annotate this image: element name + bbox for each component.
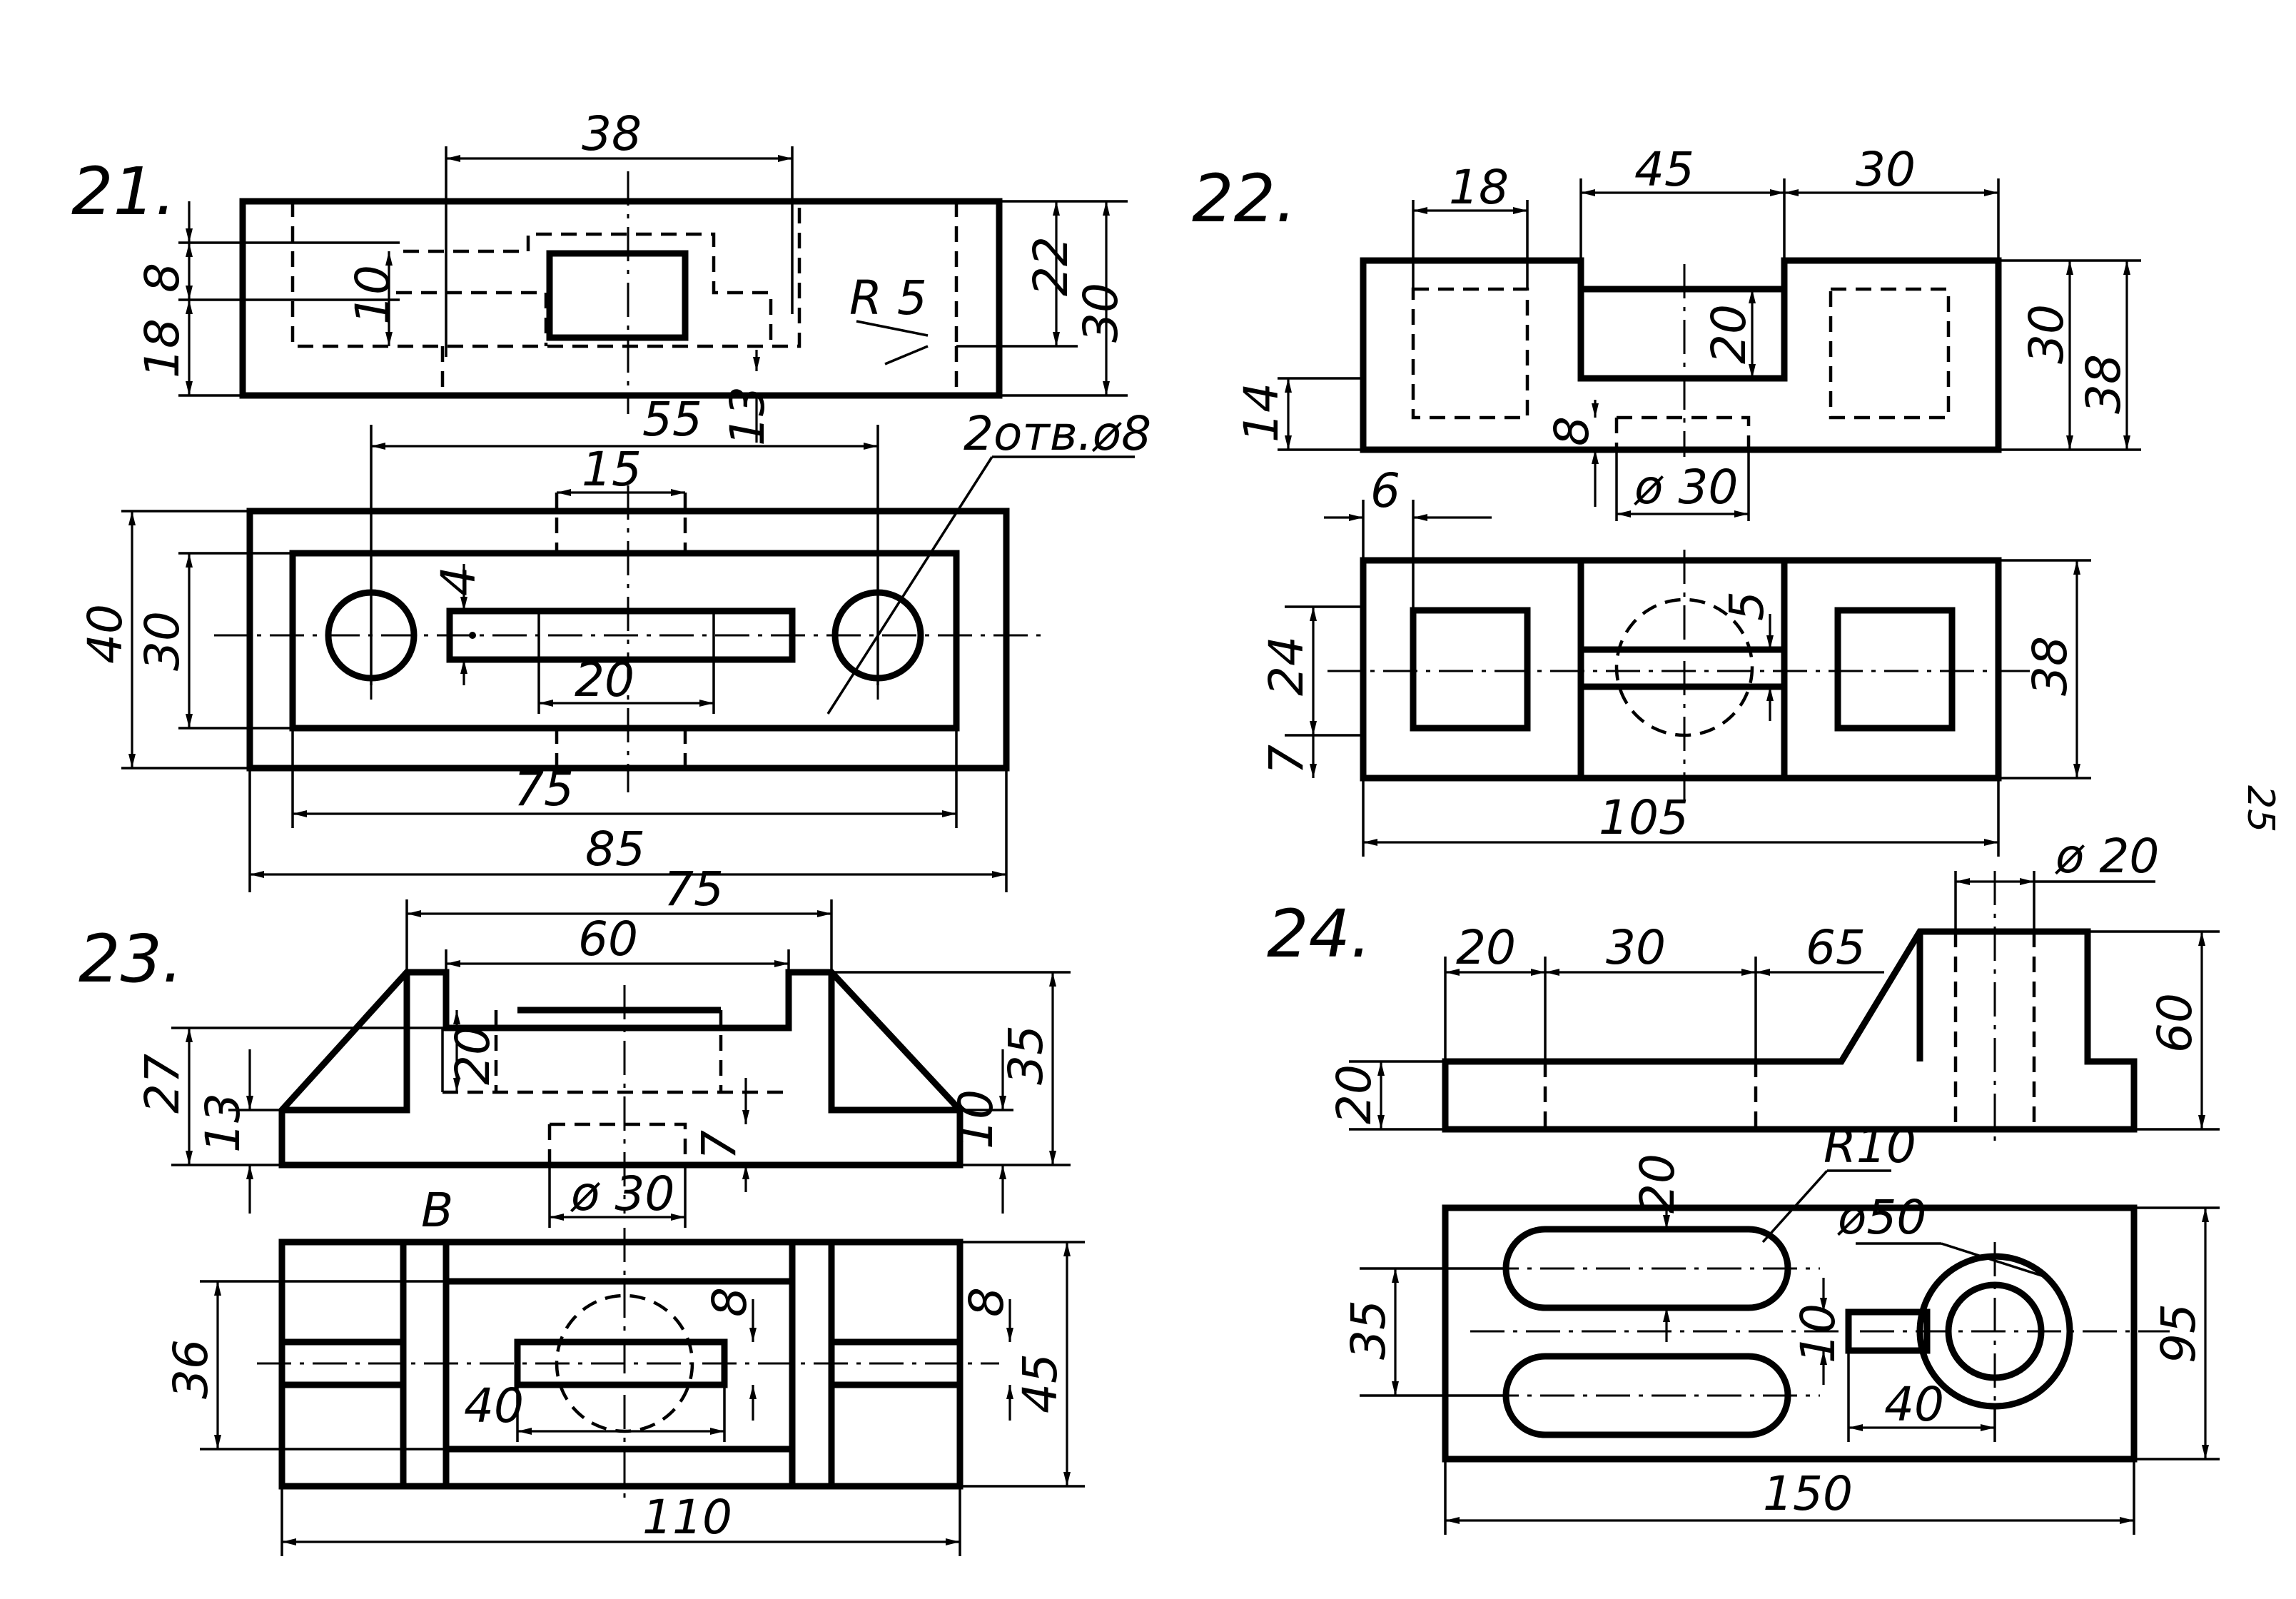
problem-23-number: 23.: [79, 921, 183, 997]
dim-22-5: 5: [1719, 591, 1774, 621]
dim-23-7: 7: [692, 1130, 747, 1160]
dim-22-105: 105: [1599, 790, 1689, 845]
page-number: 25: [2239, 785, 2282, 832]
problem-22: 22. 18 45 30 20: [1192, 142, 2141, 857]
dim-22-8: 8: [1544, 416, 1599, 446]
dim-22-6: 6: [1370, 463, 1400, 518]
dim-24-35: 35: [1341, 1300, 1396, 1360]
dim-22-14: 14: [1234, 383, 1289, 443]
problem-24: 24. ø 20 20 30 65 60: [1267, 829, 2220, 1535]
problem-22-top-dims: 6 5 24 7 38 105: [1259, 463, 2091, 857]
dim-21-holes: 2отв.ø8: [964, 406, 1151, 461]
dim-21-22: 22: [1023, 236, 1078, 296]
dim-22-30b: 30: [2019, 304, 2074, 364]
problem-23: 23. 75 60 20: [79, 862, 1085, 1556]
dim-22-38b: 38: [2023, 636, 2078, 696]
dim-23-b: B: [421, 1183, 453, 1238]
problem-23-top-dims: 8 8 36 45 40 110: [163, 1241, 1085, 1556]
dim-21-38: 38: [582, 106, 642, 161]
dim-24-d50: ø50: [1837, 1190, 1926, 1245]
dim-24-95: 95: [2151, 1303, 2206, 1363]
dim-23-35: 35: [998, 1025, 1053, 1085]
problem-24-top-dims: 20 R10 ø50 35 10 95 40 15: [1341, 1119, 2220, 1535]
dim-22-20: 20: [1701, 304, 1756, 364]
dim-24-150: 150: [1763, 1466, 1853, 1521]
dim-23-20: 20: [445, 1025, 500, 1085]
dim-21-20: 20: [575, 652, 634, 707]
dim-22-24: 24: [1259, 636, 1314, 696]
problem-24-number: 24.: [1267, 896, 1371, 972]
problem-21-top-dims: 15 2отв.ø8 4 40 30 20 75: [78, 406, 1151, 892]
problem-24-front-dims: ø 20 20 30 65 60 20: [1327, 829, 2220, 1131]
dim-24-40: 40: [1884, 1377, 1944, 1432]
dim-24-65: 65: [1806, 920, 1866, 975]
dim-23-10: 10: [949, 1089, 1003, 1149]
problem-22-front-dims: 18 45 30 20 30 38 14 8: [1234, 142, 2141, 521]
dim-24-10: 10: [1791, 1303, 1846, 1363]
dim-22-30: 30: [1856, 142, 1916, 197]
dim-22-45: 45: [1634, 142, 1694, 197]
dim-24-r10: R10: [1824, 1119, 1916, 1174]
problem-21: 21. 38 8 18 10: [71, 106, 1151, 892]
dim-23-8: 8: [702, 1287, 757, 1317]
dim-22-38: 38: [2076, 354, 2131, 414]
dim-24-20b: 20: [1327, 1064, 1382, 1124]
dim-24-d20: ø 20: [2055, 829, 2159, 884]
problem-23-top-view: [257, 1228, 999, 1506]
problem-24-front-view: [1442, 871, 2138, 1142]
dim-23-40: 40: [464, 1378, 524, 1433]
dim-24-60: 60: [2148, 993, 2203, 1053]
problem-23-front-dims: 75 60 20 27 13 35 10: [135, 862, 1071, 1238]
dim-23-60: 60: [578, 912, 638, 967]
dim-21-75: 75: [514, 762, 574, 817]
dim-21-15: 15: [582, 442, 642, 497]
dim-24-slot20: 20: [1630, 1154, 1685, 1214]
dim-23-75: 75: [664, 862, 724, 917]
dim-21-10: 10: [345, 265, 400, 325]
problem-21-front-view: [239, 171, 1003, 414]
problem-21-top-view: [214, 485, 1042, 792]
problem-21-number: 21.: [71, 153, 176, 230]
dim-21-8: 8: [135, 263, 190, 293]
dim-23-36: 36: [163, 1339, 218, 1399]
dim-23-27: 27: [135, 1054, 190, 1114]
dim-22-d30: ø 30: [1634, 460, 1738, 515]
problem-22-number: 22.: [1192, 161, 1296, 237]
dim-21-r5: R 5: [849, 271, 927, 326]
dim-24-30: 30: [1606, 920, 1666, 975]
dim-23-d30: ø 30: [570, 1166, 674, 1221]
dim-21-30: 30: [1073, 283, 1128, 343]
dim-21-18: 18: [135, 318, 190, 378]
dim-22-7: 7: [1259, 745, 1314, 775]
dim-21-55: 55: [642, 392, 702, 447]
dim-24-20: 20: [1456, 920, 1516, 975]
dim-23-8b: 8: [959, 1287, 1014, 1317]
dim-21-4: 4: [431, 566, 486, 596]
dim-21-13: 13: [720, 386, 775, 446]
dim-22-18: 18: [1449, 160, 1509, 215]
problem-21-front-dims: 38 8 18 10 R 5 22 30 55: [135, 106, 1128, 685]
problem-22-front-view: [1360, 257, 2002, 457]
dim-23-45: 45: [1013, 1353, 1068, 1413]
dim-23-110: 110: [642, 1490, 732, 1545]
dim-23-13: 13: [196, 1093, 251, 1153]
problem-22-top-view: [1327, 550, 2034, 800]
dim-21-85: 85: [585, 822, 645, 877]
dim-21-30b: 30: [135, 611, 190, 671]
problem-23-front-view: [278, 969, 964, 1214]
dim-21-40: 40: [78, 604, 133, 664]
